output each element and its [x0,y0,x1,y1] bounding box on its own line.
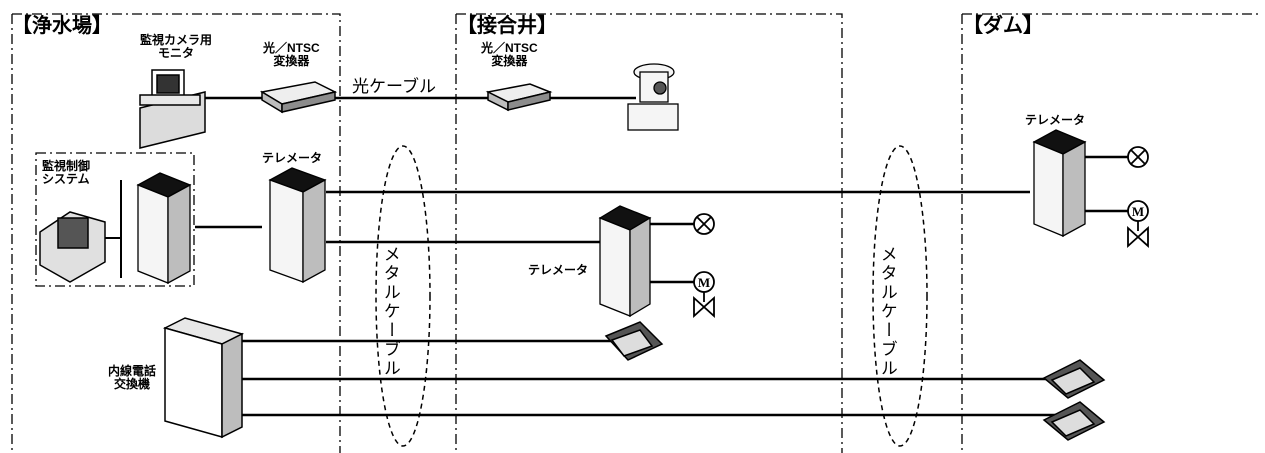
metal-cable-label-2: メタルケーブル [877,245,897,378]
zone-title-plant: 【浄水場】 [12,15,112,37]
metal-cable-label-1: メタルケーブル [380,245,400,378]
telephone-icon-dam-2 [1042,401,1106,441]
camera-monitor-label: 監視カメラ用 モニタ [140,33,213,61]
metal-cable-label-1-line1: メタル [380,245,400,302]
surveillance-camera-icon [627,63,679,131]
control-system-label: 監視制御 システム [42,159,91,187]
motor-valve-icon-dam [1127,200,1149,249]
converter-label-junction: 光／NTSC 変換器 [481,41,538,69]
exchange-label-line2: 交換機 [114,377,151,392]
metal-cable-label-2-line2: ケーブル [877,302,897,378]
lamp-icon-dam [1127,146,1149,168]
control-system-label-line2: システム [42,172,90,187]
camera-monitor-label-line2: モニタ [158,46,195,61]
camera-monitor-label-line1: 監視カメラ用 [140,33,213,47]
control-system-label-line1: 監視制御 [42,159,91,173]
optical-converter-icon-plant [259,81,338,114]
converter-label-junction-line2: 変換器 [491,54,528,69]
converter-label-junction-line1: 光／NTSC [481,41,538,55]
motor-symbol-dam: M [1132,204,1144,219]
metal-cable-ellipse-1 [375,145,431,447]
converter-label-plant: 光／NTSC 変換器 [263,41,320,69]
exchange-label: 内線電話 交換機 [108,364,157,392]
lamp-icon-junction [693,213,715,235]
telephone-icon-junction [604,321,664,361]
telemeter-cabinet-junction [598,205,652,318]
exchange-label-line1: 内線電話 [108,364,157,378]
exchange-cabinet [162,317,245,439]
zone-boundary-dam [961,13,1262,453]
telephone-icon-dam-1 [1042,359,1106,399]
converter-label-plant-line1: 光／NTSC [263,41,320,55]
telemeter-label-plant: テレメータ [262,151,323,165]
control-terminal-icon [39,211,106,283]
telemeter-label-junction: テレメータ [528,263,589,277]
metal-cable-label-2-line1: メタル [877,245,897,302]
optical-cable-label: 光ケーブル [352,77,436,96]
camera-monitor-icon [139,69,206,149]
metal-cable-ellipse-2 [872,145,928,447]
zone-title-dam: 【ダム】 [963,15,1043,37]
metal-cable-label-1-line2: ケーブル [380,302,400,378]
telemeter-cabinet-dam [1032,129,1087,238]
zone-title-junction: 【接合井】 [457,15,557,37]
optical-converter-icon-junction [485,83,553,112]
motor-symbol-junction: M [698,275,710,290]
converter-label-plant-line2: 変換器 [273,54,310,69]
motor-valve-icon-junction [693,271,715,319]
telemeter-cabinet-plant [268,167,327,284]
control-system-boundary [35,152,195,287]
telemeter-label-dam: テレメータ [1025,113,1086,127]
zone-boundary-plant [11,13,341,453]
control-server-cabinet [136,172,192,285]
